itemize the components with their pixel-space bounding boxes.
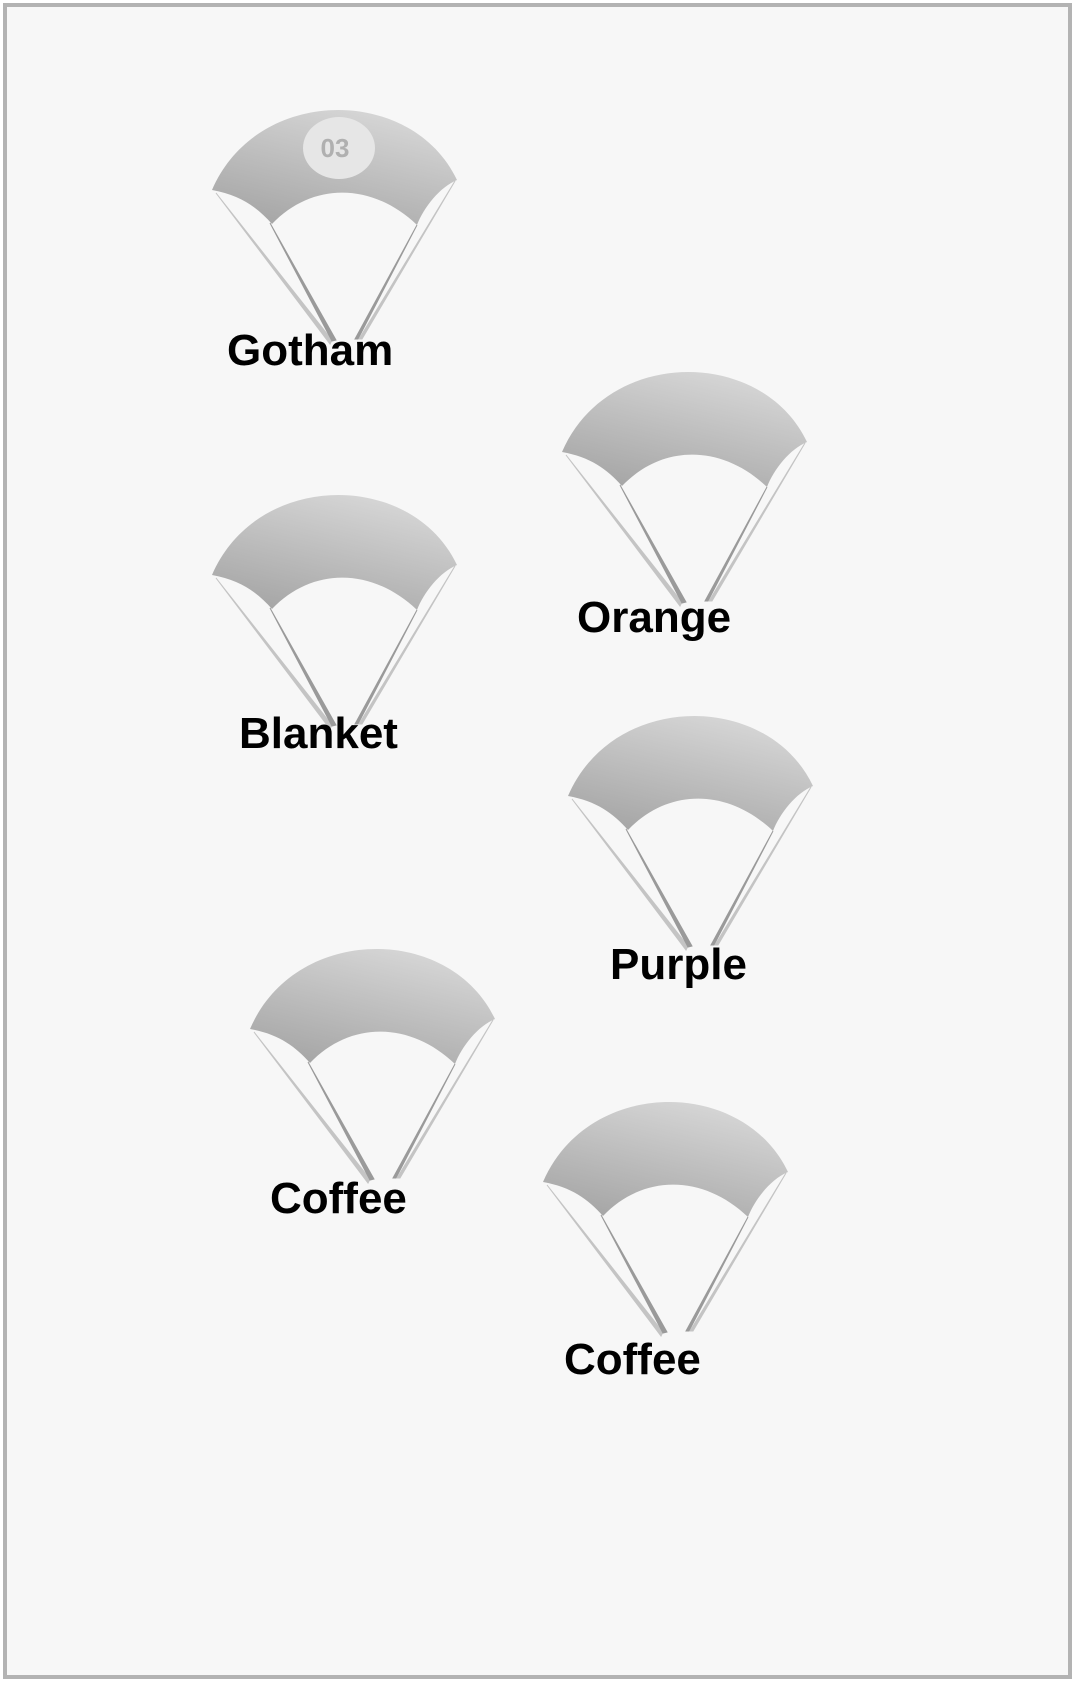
suspension-line [215, 577, 333, 730]
parachute-label: Purple [610, 940, 747, 989]
parachute-label: Coffee [564, 1335, 701, 1384]
parachute-6: Coffee [543, 1101, 788, 1384]
suspension-line [215, 192, 333, 345]
suspension-line [396, 1019, 494, 1179]
suspension-line [565, 454, 683, 607]
suspension-line [354, 609, 418, 725]
parachute-label: Gotham [227, 326, 393, 375]
canopy-shape [212, 494, 457, 610]
suspension-line [600, 1214, 668, 1334]
canopy-shape [250, 948, 495, 1064]
parachute-label: Coffee [270, 1174, 407, 1223]
parachute-label: Orange [577, 593, 731, 642]
suspension-line [253, 1031, 371, 1184]
suspension-line [307, 1061, 375, 1181]
canopy-shape [568, 715, 813, 831]
suspension-line [710, 830, 774, 946]
suspension-line [354, 224, 418, 340]
suspension-line [358, 180, 456, 340]
parachute-3: Blanket [212, 494, 457, 758]
suspension-line [269, 607, 337, 727]
suspension-line [546, 1184, 664, 1337]
suspension-line [689, 1172, 787, 1332]
parachute-label: Blanket [239, 709, 398, 758]
suspension-line [704, 486, 768, 602]
suspension-line [625, 828, 693, 948]
suspension-line [619, 484, 687, 604]
suspension-line [269, 222, 337, 342]
suspension-line [714, 786, 812, 946]
suspension-line [708, 442, 806, 602]
canopy-shape [562, 371, 807, 487]
badge-number: 03 [321, 133, 350, 163]
parachute-2: Orange [562, 371, 807, 642]
canopy-shape [543, 1101, 788, 1217]
suspension-line [685, 1216, 749, 1332]
suspension-line [358, 565, 456, 725]
parachute-5: Coffee [250, 948, 495, 1223]
suspension-line [571, 798, 689, 951]
suspension-line [392, 1063, 456, 1179]
parachute-4: Purple [568, 715, 813, 989]
number-badge [303, 117, 375, 179]
